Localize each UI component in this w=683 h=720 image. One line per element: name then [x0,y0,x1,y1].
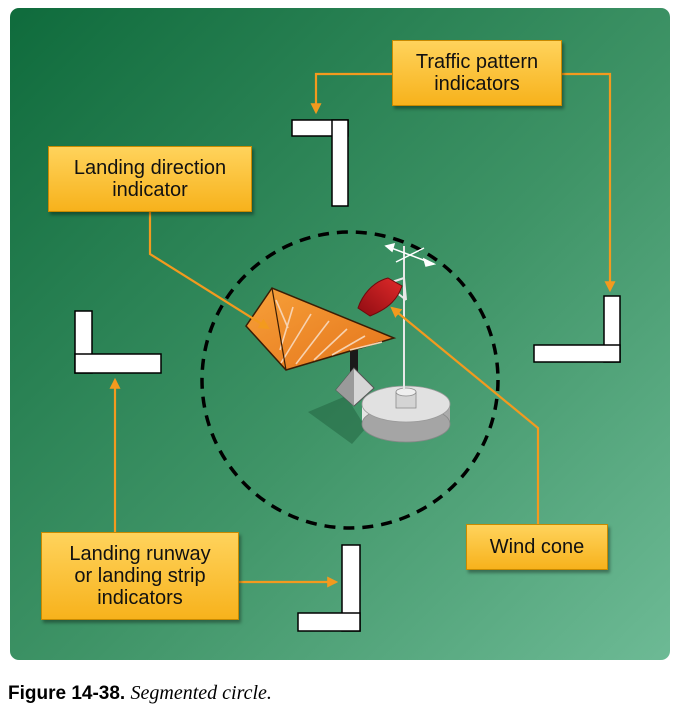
tetrahedron-shadow [308,396,366,444]
figure-number: Figure 14-38. [8,683,126,704]
traffic-pattern-indicator-right [533,295,621,363]
segmented-circle-figure: Traffic pattern indicators Landing direc… [10,8,670,660]
traffic-pattern-label: Traffic pattern indicators [392,40,562,106]
leader-wind-cone [390,306,540,524]
landing-direction-label: Landing direction indicator [48,146,252,212]
landing-strip-indicator-bottom [297,544,361,632]
landing-direction-tetrahedron [245,287,397,371]
tetrahedron-stand [335,350,375,407]
leader-lines [109,72,616,588]
traffic-pattern-indicator-top [291,119,349,207]
wind-cone-label: Wind cone [466,524,608,570]
wind-cone-base [361,385,451,443]
segmented-circle [200,230,500,530]
landing-runway-label: Landing runway or landing strip indicato… [41,532,239,620]
leader-landing-direction [148,212,270,330]
leader-traffic-top [310,72,392,115]
wind-direction-vane [384,242,437,267]
landing-strip-indicator-left [74,310,162,374]
figure-title: Segmented circle. [130,682,272,704]
wind-cone [357,277,403,317]
figure-caption: Figure 14-38. Segmented circle. [8,682,272,705]
leader-traffic-right [562,72,616,293]
